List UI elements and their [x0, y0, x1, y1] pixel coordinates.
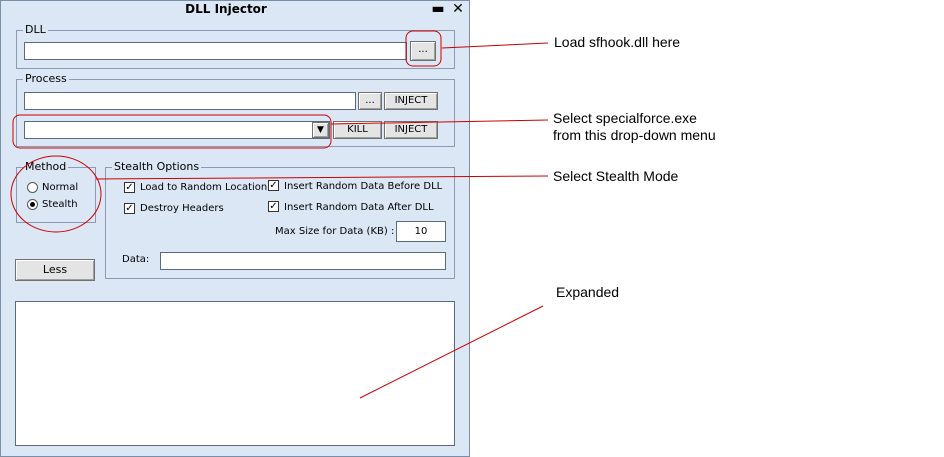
method-group-label: Method [23, 160, 69, 174]
checkbox-random-location[interactable]: ✓ [124, 182, 135, 193]
checkbox-random-after[interactable]: ✓ [268, 201, 279, 212]
annotation-select-process-1: Select specialforce.exe [553, 110, 697, 126]
close-icon[interactable]: ✕ [452, 1, 464, 17]
annotation-load-dll: Load sfhook.dll here [554, 34, 681, 50]
annotation-select-process-2: from this drop-down menu [553, 127, 716, 143]
annotation-expanded: Expanded [556, 284, 620, 300]
process-group-label: Process [23, 72, 69, 86]
kill-button[interactable]: KILL [333, 121, 382, 139]
data-input[interactable] [160, 252, 446, 270]
pointer-expanded [359, 305, 544, 399]
chevron-down-icon[interactable]: ▼ [312, 122, 329, 138]
stealth-options-group: Stealth Options ✓ Load to Random Locatio… [105, 160, 455, 279]
radio-normal[interactable] [27, 182, 38, 193]
annotation-stealth-mode: Select Stealth Mode [553, 168, 679, 184]
radio-stealth-label: Stealth [42, 199, 78, 210]
process-group: Process ... INJECT ▼ KILL INJECT [16, 72, 455, 147]
dll-injector-window: DLL Injector ▬ ✕ DLL ... Process ... INJ… [0, 0, 470, 457]
checkbox-random-before-label: Insert Random Data Before DLL [284, 181, 443, 192]
process-browse-button[interactable]: ... [358, 92, 382, 110]
radio-stealth[interactable] [27, 199, 38, 210]
dll-group: DLL ... [16, 23, 455, 69]
checkbox-destroy-headers[interactable]: ✓ [124, 203, 135, 214]
less-button[interactable]: Less [15, 259, 95, 281]
window-title: DLL Injector [185, 2, 267, 16]
radio-normal-label: Normal [42, 182, 79, 193]
stealth-options-label: Stealth Options [112, 160, 202, 174]
inject-dropdown-button[interactable]: INJECT [384, 121, 438, 139]
title-bar: DLL Injector ▬ ✕ [1, 1, 469, 19]
highlight-dll-browse [405, 30, 442, 67]
data-label: Data: [122, 254, 150, 265]
minimize-icon[interactable]: ▬ [431, 1, 445, 17]
checkbox-random-location-label: Load to Random Location [140, 182, 268, 193]
checkbox-random-before[interactable]: ✓ [268, 180, 279, 191]
pointer-select-process [330, 119, 549, 125]
pointer-stealth-mode [95, 175, 549, 180]
highlight-method-group [10, 155, 102, 233]
checkbox-destroy-headers-label: Destroy Headers [140, 203, 224, 214]
log-output[interactable] [15, 301, 455, 446]
max-size-input[interactable]: 10 [396, 221, 446, 242]
checkbox-random-after-label: Insert Random Data After DLL [284, 202, 434, 213]
pointer-load-dll [441, 42, 549, 49]
highlight-process-dropdown [12, 114, 332, 149]
dll-group-label: DLL [23, 23, 48, 37]
process-dropdown[interactable] [24, 121, 330, 139]
method-group: Method Normal Stealth [16, 160, 96, 223]
process-path-input[interactable] [24, 92, 356, 110]
dll-browse-button[interactable]: ... [410, 41, 436, 61]
inject-button[interactable]: INJECT [384, 92, 438, 110]
max-size-label: Max Size for Data (KB) : [275, 226, 395, 237]
